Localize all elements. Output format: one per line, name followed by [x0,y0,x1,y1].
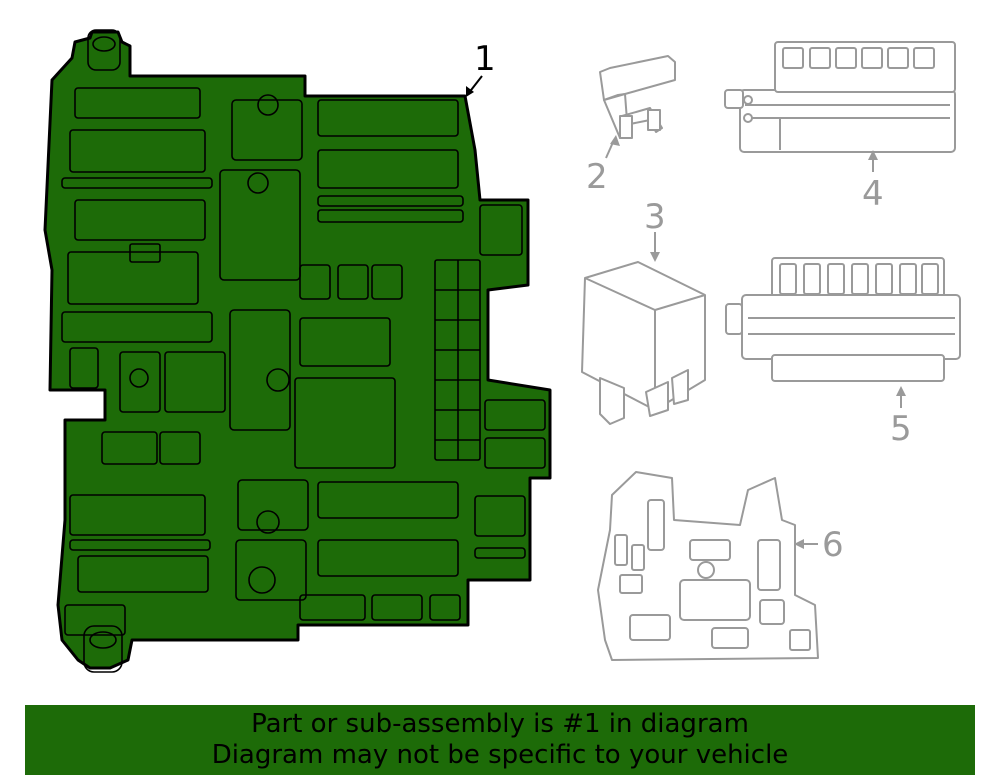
parts-diagram: 1 2 3 [43,29,961,673]
callout-3-label: 3 [644,197,666,237]
fuse-box-slots [61,87,546,636]
callout-2: 2 [586,135,620,197]
callout-1: 1 [466,39,496,97]
part-6-bracket[interactable] [597,471,819,661]
callout-4-label: 4 [862,174,884,214]
part-5-connector[interactable] [725,257,961,382]
info-banner: Part or sub-assembly is #1 in diagram Di… [25,705,975,775]
callout-2-label: 2 [586,157,608,197]
callout-4: 4 [862,150,884,214]
part-3-relay[interactable] [581,261,706,425]
part-2-blade-fuse[interactable] [599,55,676,139]
mounting-post-bottom [83,625,123,673]
callout-5: 5 [890,386,912,449]
banner-line-2: Diagram may not be specific to your vehi… [211,740,789,770]
banner-line-1: Part or sub-assembly is #1 in diagram [251,709,749,739]
callout-1-label: 1 [474,39,496,79]
mounting-post-top [87,29,121,71]
callout-5-label: 5 [890,409,912,449]
callout-6: 6 [794,525,844,565]
part-4-connector[interactable] [724,41,956,153]
callout-3: 3 [644,197,666,262]
callout-6-label: 6 [822,525,844,565]
part-1-fuse-box[interactable] [43,29,552,673]
fuse-box-body [43,30,552,670]
